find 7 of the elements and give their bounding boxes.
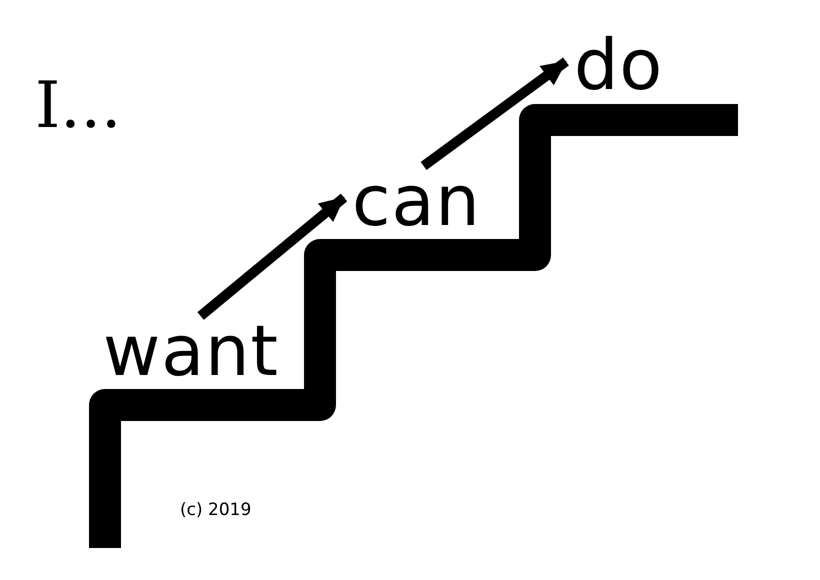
step-word: want bbox=[95, 316, 287, 386]
copyright-note: (c) 2019 bbox=[180, 500, 252, 520]
heading-text: I... bbox=[35, 74, 122, 138]
arrow bbox=[197, 194, 348, 320]
arrow bbox=[420, 57, 569, 170]
step-word: do bbox=[566, 30, 672, 100]
step-word: can bbox=[344, 166, 489, 236]
